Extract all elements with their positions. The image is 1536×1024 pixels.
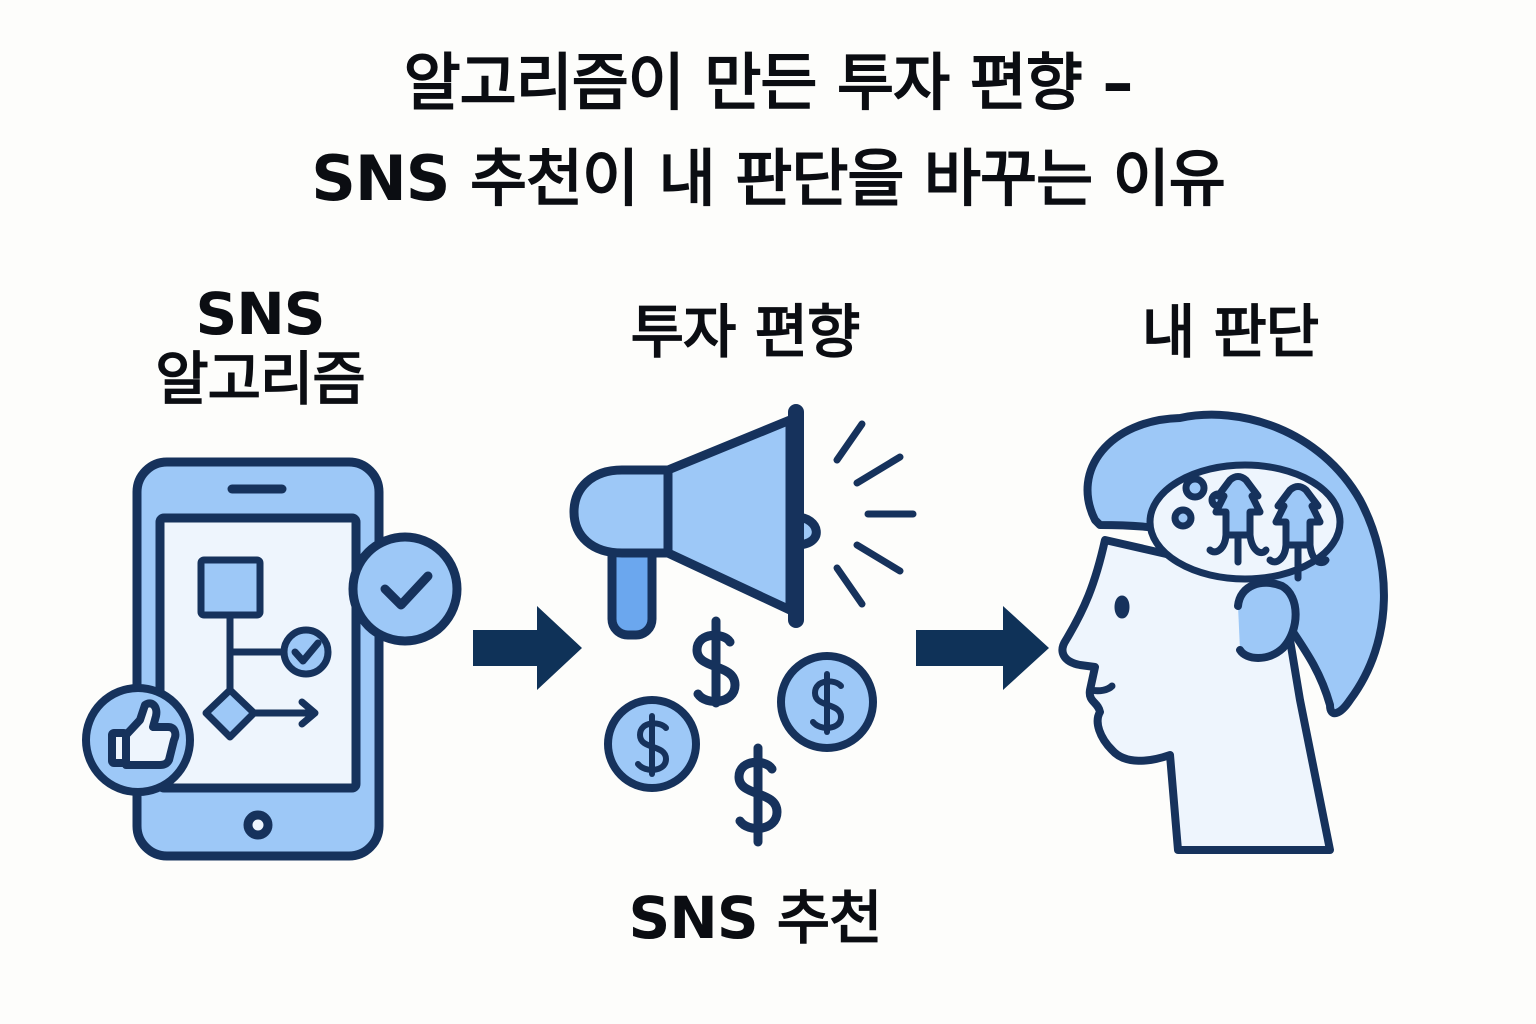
check-badge-icon	[348, 532, 462, 646]
arrow-right-icon	[473, 606, 582, 690]
dollar-sign-icon	[734, 743, 782, 847]
dollar-coin-icon	[604, 696, 700, 792]
smartphone-icon	[132, 457, 384, 861]
brain-icon	[1146, 461, 1344, 583]
title-line-2: SNS 추천이 내 판단을 바꾸는 이유	[311, 142, 1226, 215]
investment-bias-label: 투자 편향	[630, 298, 861, 366]
arrow-right-icon	[916, 606, 1049, 690]
sound-waves	[833, 420, 917, 608]
sns-algorithm-label-line-2: 알고리즘	[155, 344, 365, 413]
dollar-sign-icon	[692, 616, 740, 708]
dollar-coin-icon	[777, 652, 877, 752]
megaphone-icon	[569, 404, 821, 640]
thumbs-up-icon	[82, 684, 194, 796]
sns-algorithm-label: SNS 알고리즘	[90, 282, 430, 412]
flowchart-icon	[197, 556, 332, 741]
face-features	[1086, 595, 1130, 695]
sns-recommendation-label: SNS 추천	[628, 884, 883, 952]
sns-algorithm-label-line-1: SNS	[195, 280, 325, 348]
my-judgment-label: 내 판단	[1141, 298, 1319, 366]
title-line-1: 알고리즘이 만든 투자 편향 –	[403, 46, 1134, 119]
